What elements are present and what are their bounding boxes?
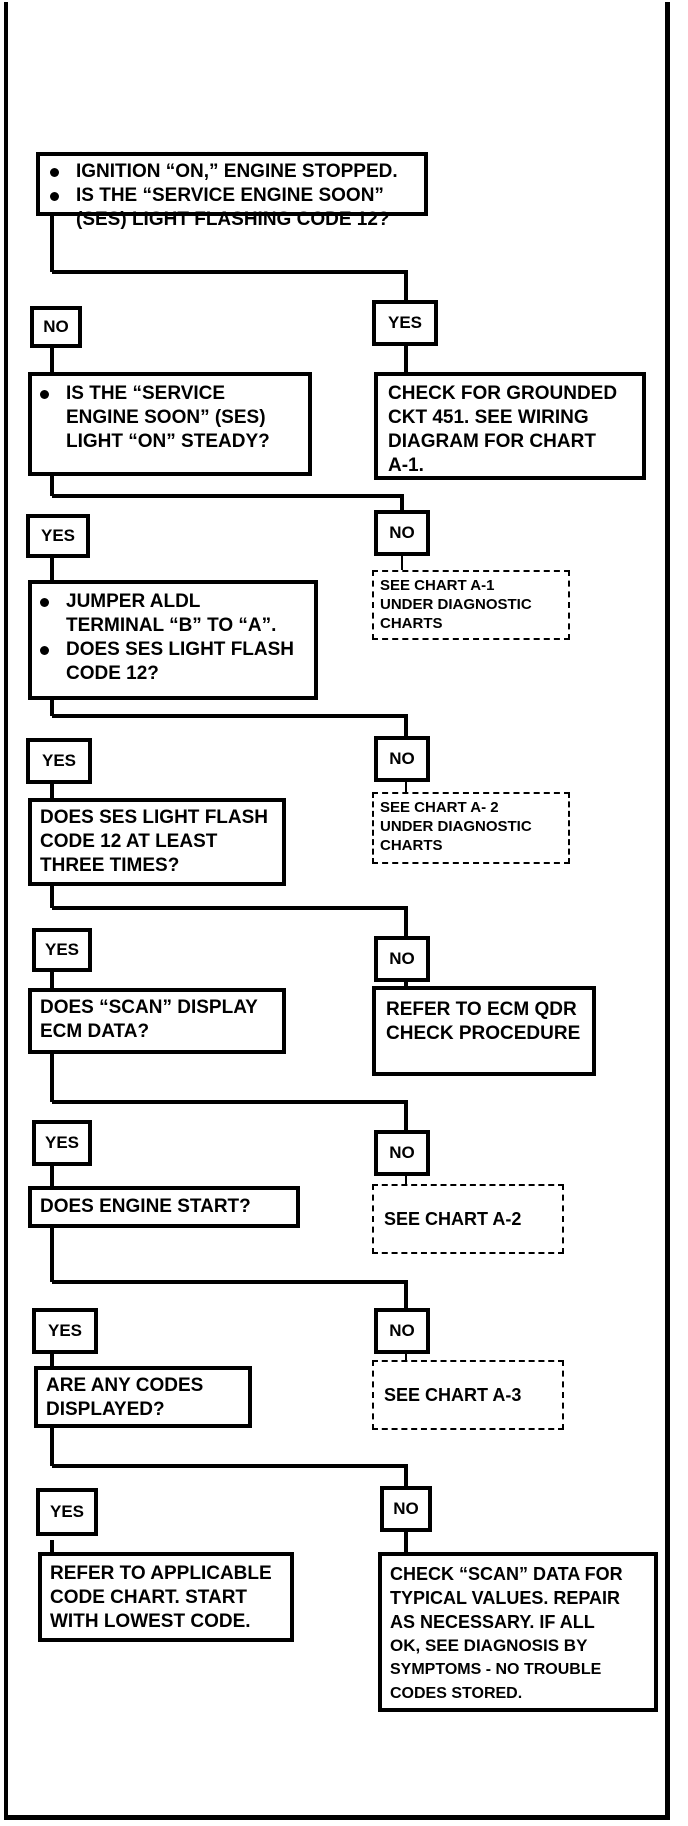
text-line: A-1. [388,455,424,476]
label-no: NO [374,736,430,782]
text-line: CODE CHART. START [50,1587,248,1608]
text-line: REFER TO ECM QDR [386,999,577,1020]
question-jumper-aldl: JUMPER ALDL TERMINAL “B” TO “A”. DOES SE… [28,580,318,700]
text-line: THREE TIMES? [40,855,180,876]
text-line: REFER TO APPLICABLE [50,1563,272,1584]
text-line: WITH LOWEST CODE. [50,1611,251,1632]
connector [52,1100,408,1136]
label-no: NO [374,1308,430,1354]
reference-see-chart-a2-start: SEE CHART A-2 [372,1184,564,1254]
question-ses-on-steady: IS THE “SERVICE ENGINE SOON” (SES) LIGHT… [28,372,312,476]
label-yes: YES [372,300,438,346]
text-line: CHECK “SCAN” DATA FOR [390,1564,623,1584]
text-line: CODE 12 AT LEAST [40,831,218,852]
text-line: OK, SEE DIAGNOSIS BY [390,1636,588,1655]
bullet-item: IS THE “SERVICE ENGINE SOON” (SES) LIGHT… [48,184,416,232]
question-ignition-on-ses-flash: IGNITION “ON,” ENGINE STOPPED. IS THE “S… [36,152,428,230]
text-line: IGNITION “ON,” ENGINE STOPPED. [76,161,398,182]
connector [52,270,408,302]
text-line: IS THE “SERVICE [66,383,226,404]
text-line: SEE CHART A-2 [384,1208,522,1229]
connector [52,1464,408,1488]
question-codes-displayed: ARE ANY CODES DISPLAYED? [34,1366,252,1428]
result-ecm-qdr-check: REFER TO ECM QDR CHECK PROCEDURE [372,986,596,1076]
label-yes: YES [36,1488,98,1536]
label-no: NO [374,936,430,982]
label-yes: YES [32,1120,92,1166]
text-line: LIGHT “ON” STEADY? [66,431,270,452]
text-line: TERMINAL “B” TO “A”. [66,615,277,636]
connector [52,1280,408,1312]
reference-see-chart-a1: SEE CHART A-1 UNDER DIAGNOSTIC CHARTS [372,570,570,640]
chart-frame [4,2,670,1820]
text-line: DOES ENGINE START? [40,1196,251,1217]
text-line: ARE ANY CODES [46,1375,204,1396]
text-line: SEE CHART A-1 [380,577,495,594]
text-line: UNDER DIAGNOSTIC [380,596,532,613]
question-engine-start: DOES ENGINE START? [28,1186,300,1228]
connector [52,906,408,938]
bullet-item: IGNITION “ON,” ENGINE STOPPED. [48,160,416,184]
text-line: CODES STORED. [390,1685,523,1702]
text-line: CHECK PROCEDURE [386,1023,581,1044]
connector [52,494,404,512]
bullet-item: IS THE “SERVICE ENGINE SOON” (SES) LIGHT… [38,382,302,454]
bullet-icon [40,390,49,399]
label-yes: YES [26,738,92,784]
text-line: DOES SES LIGHT FLASH [40,807,269,828]
text-line: SYMPTOMS - NO TROUBLE [390,1661,602,1678]
text-line: ECM DATA? [40,1021,150,1042]
question-scan-display-ecm: DOES “SCAN” DISPLAY ECM DATA? [28,988,286,1054]
result-refer-applicable-code-chart: REFER TO APPLICABLE CODE CHART. START WI… [38,1552,294,1642]
question-flash-three-times: DOES SES LIGHT FLASH CODE 12 AT LEAST TH… [28,798,286,886]
label-no: NO [380,1486,432,1532]
bullet-item: JUMPER ALDL TERMINAL “B” TO “A”. [38,590,308,638]
bullet-icon [50,168,59,177]
text-line: AS NECESSARY. IF ALL [390,1612,595,1632]
text-line: IS THE “SERVICE ENGINE SOON” [76,185,384,206]
text-line: SEE CHART A-3 [384,1384,522,1405]
text-line: CODE 12? [66,663,159,684]
label-no: NO [374,1130,430,1176]
text-line: DOES SES LIGHT FLASH [66,639,295,660]
bullet-icon [50,192,59,201]
text-line: DOES “SCAN” DISPLAY [40,997,258,1018]
label-yes: YES [32,928,92,972]
text-line: CHECK FOR GROUNDED [388,383,618,404]
text-line: CHARTS [380,615,443,632]
reference-see-chart-a2: SEE CHART A- 2 UNDER DIAGNOSTIC CHARTS [372,792,570,864]
text-line: DISPLAYED? [46,1399,165,1420]
bullet-icon [40,646,49,655]
text-line: DIAGRAM FOR CHART [388,431,596,452]
text-line: SEE CHART A- 2 [380,799,499,816]
result-check-grounded-ckt451: CHECK FOR GROUNDED CKT 451. SEE WIRING D… [374,372,646,480]
text-line: JUMPER ALDL [66,591,201,612]
bullet-item: DOES SES LIGHT FLASH CODE 12? [38,638,308,686]
label-no: NO [30,306,82,348]
text-line: CHARTS [380,837,443,854]
text-line: TYPICAL VALUES. REPAIR [390,1588,621,1608]
text-line: UNDER DIAGNOSTIC [380,818,532,835]
result-check-scan-typical-values: CHECK “SCAN” DATA FOR TYPICAL VALUES. RE… [378,1552,658,1712]
bullet-icon [40,598,49,607]
text-line: CKT 451. SEE WIRING [388,407,589,428]
text-line: ENGINE SOON” (SES) [66,407,266,428]
label-yes: YES [32,1308,98,1354]
reference-see-chart-a3: SEE CHART A-3 [372,1360,564,1430]
text-line: (SES) LIGHT FLASHING CODE 12? [76,209,390,230]
label-no: NO [374,510,430,556]
label-yes: YES [26,514,90,558]
connector [52,714,408,740]
